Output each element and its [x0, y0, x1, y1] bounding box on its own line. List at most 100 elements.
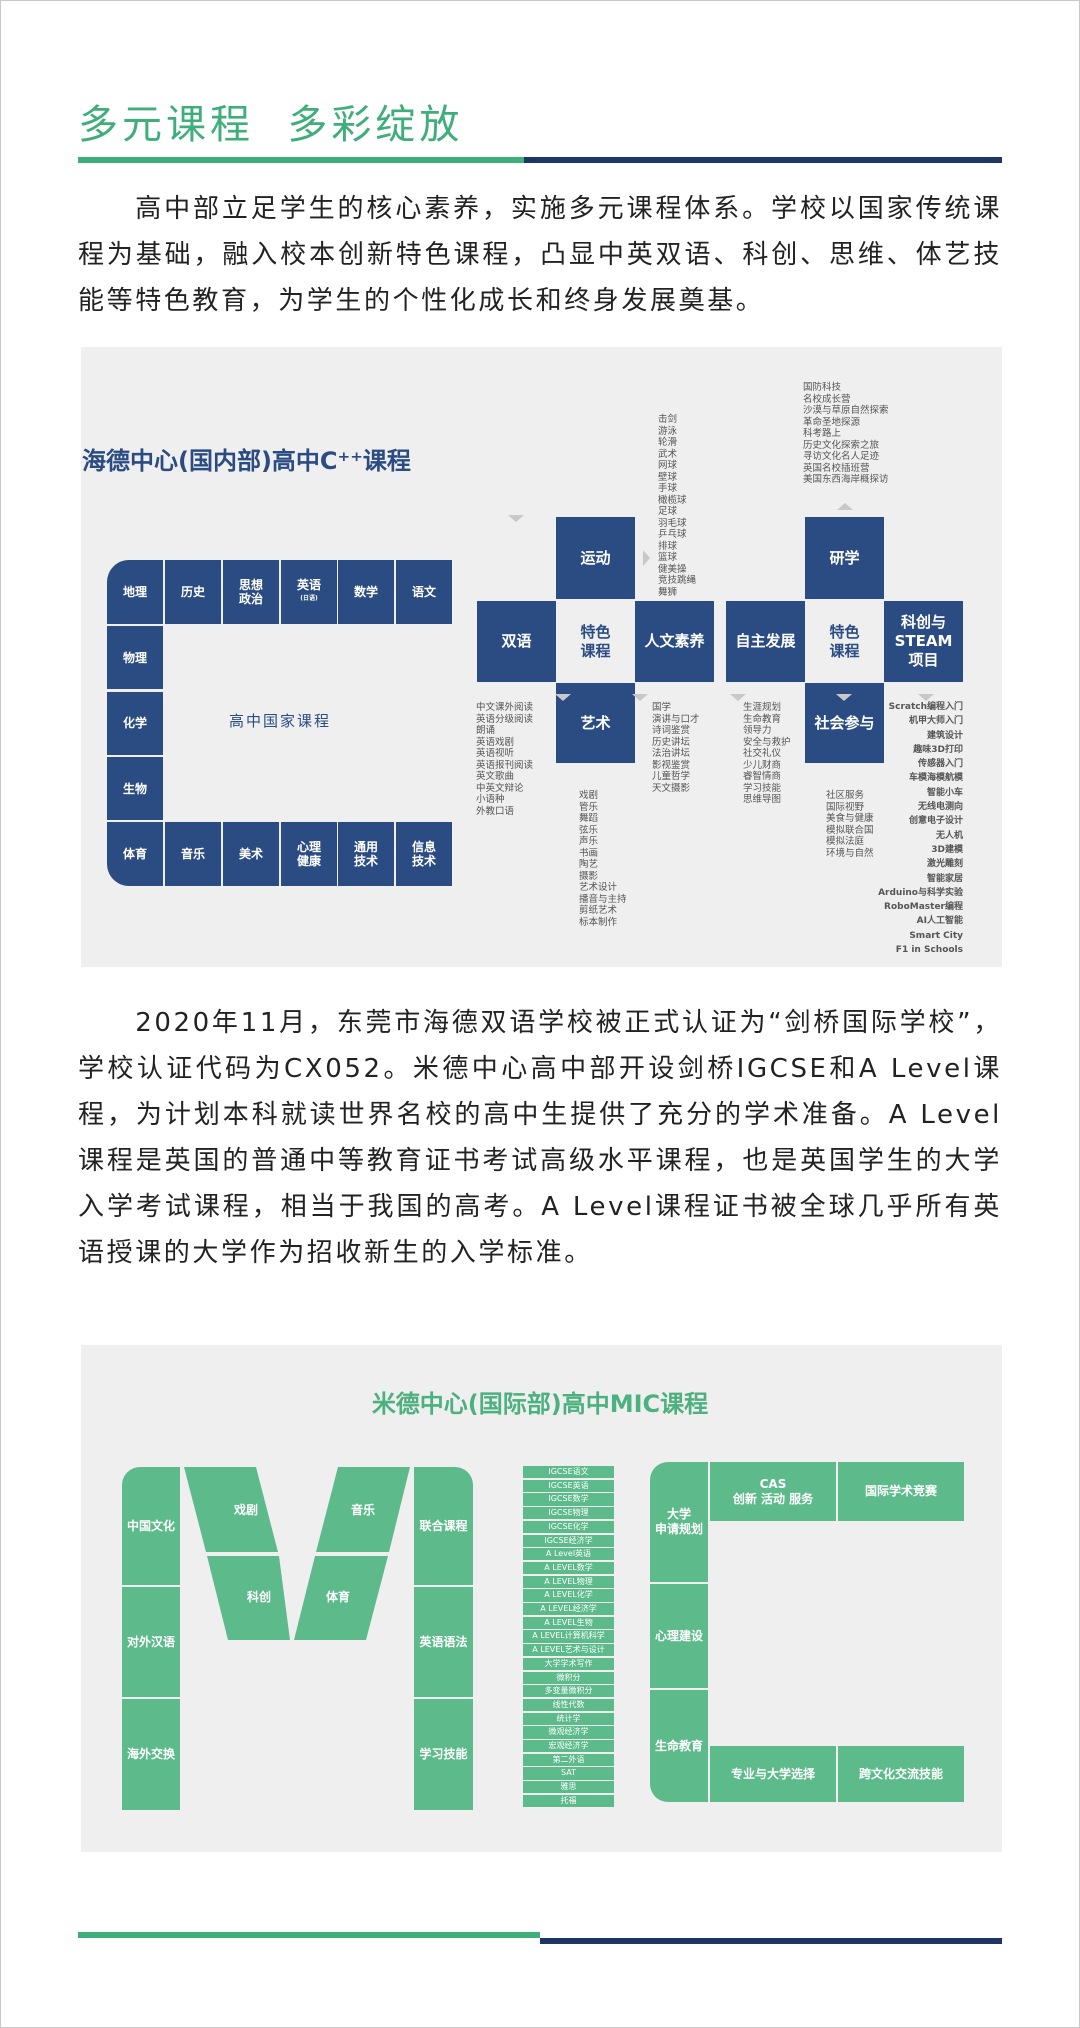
i-course-row: A LEVEL化学: [523, 1589, 614, 1602]
m-diag-science: [207, 1556, 290, 1640]
list-item: 激光雕刻: [926, 859, 963, 870]
study-tour-list: 国防科技名校成长营沙漠与草原自然探索革命圣地探源科考路上历史文化探索之旅寻访文化…: [803, 382, 889, 486]
course-cell: 地理: [107, 560, 163, 624]
i-course-row: 托福: [523, 1794, 614, 1808]
m-right-cell: 学习技能: [414, 1699, 473, 1810]
list-item: 无人机: [935, 830, 963, 841]
art-list: 戏剧管乐舞蹈弦乐声乐书画陶艺摄影艺术设计播音与主持剪纸艺术标本制作: [579, 790, 627, 928]
arrow-icon: [632, 694, 648, 701]
list-item: 戏剧: [579, 790, 599, 801]
arrow-icon: [508, 515, 524, 522]
m-diag-sports: [294, 1556, 388, 1640]
list-item: 中文课外阅读: [476, 702, 534, 713]
i-course-row: 多变量微积分: [523, 1685, 614, 1698]
list-item: 3D建模: [931, 844, 963, 855]
course-cell: 语文: [396, 560, 452, 624]
list-item: 英语戏剧: [476, 736, 515, 748]
list-item: 英语视听: [476, 748, 515, 759]
course-cell: 体育: [107, 822, 163, 886]
list-item: 英语分级阅读: [476, 713, 534, 725]
list-item: 模拟法庭: [826, 836, 865, 847]
list-item: 轮滑: [658, 437, 678, 448]
list-item: 创意电子设计: [908, 816, 963, 827]
list-item: 舞狮: [658, 586, 678, 598]
list-item: 模拟联合国: [826, 824, 874, 836]
i-course-row: IGCSE物理: [523, 1507, 614, 1520]
feature-g1-center: 特色 课程: [580, 622, 611, 660]
list-item: 诗词鉴赏: [652, 725, 691, 736]
list-item: 科考路上: [803, 428, 842, 439]
list-item: 网球: [658, 460, 678, 471]
m-diag-music: [316, 1467, 410, 1552]
m-diag-label: 体育: [325, 1589, 350, 1604]
course-cell: 生物: [107, 757, 163, 820]
list-item: 英国名校插班营: [803, 462, 870, 474]
list-item: 国防科技: [803, 382, 842, 393]
course-note: (日语): [300, 595, 318, 602]
list-item: 篮球: [658, 552, 678, 563]
course-cell: 历史: [165, 560, 221, 624]
national-curriculum-label: 高中国家课程: [229, 712, 332, 730]
list-item: 竞技跳绳: [658, 575, 697, 586]
i-course-row: IGCSE经济学: [523, 1534, 614, 1547]
i-course-row: 统计学: [523, 1712, 614, 1725]
m-diag-drama: [184, 1467, 278, 1552]
humanities-list: 国学演讲与口才诗词鉴赏历史讲坛法治讲坛影视鉴赏儿童哲学天文摄影: [652, 702, 700, 794]
list-item: Scratch编程入门: [888, 702, 963, 712]
c-top-cell: 国际学术竞赛: [838, 1462, 964, 1521]
list-item: 标本制作: [579, 916, 618, 928]
i-course-row: A LEVEL艺术与设计: [523, 1644, 614, 1657]
c-top-cell: CAS 创新 活动 服务: [710, 1462, 836, 1521]
list-item: 弦乐: [579, 824, 599, 836]
i-course-row: A LEVEL物理: [523, 1575, 614, 1588]
list-item: 环境与自然: [826, 847, 874, 859]
list-item: 英语报刊阅读: [476, 759, 534, 771]
m-diag-label: 科创: [246, 1589, 271, 1604]
course-cell: 信息 技术: [396, 822, 452, 886]
list-item: 美食与健康: [826, 813, 874, 824]
i-course-row: SAT: [523, 1767, 614, 1780]
feature-g1-right: 人文素养: [635, 601, 714, 682]
m-diag-label: 戏剧: [233, 1502, 258, 1517]
list-item: 学习技能: [743, 782, 782, 794]
list-item: Arduino与科学实验: [878, 887, 963, 898]
list-item: F1 in Schools: [895, 945, 963, 956]
list-item: 建筑设计: [926, 730, 963, 741]
list-item: 小语种: [476, 794, 505, 805]
course-cell: 数学: [338, 560, 394, 624]
list-item: 羽毛球: [658, 517, 687, 529]
i-course-row: 第二外语: [523, 1753, 614, 1766]
domestic-title: 海德中心(国内部)高中C⁺⁺课程: [82, 447, 411, 475]
list-item: 艺术设计: [579, 882, 618, 893]
list-item: 书画: [579, 847, 599, 859]
list-item: 武术: [658, 448, 678, 460]
list-item: 领导力: [743, 725, 772, 736]
list-item: 历史讲坛: [652, 736, 691, 748]
list-item: 乒乓球: [658, 529, 687, 540]
title-underline-green: [78, 157, 524, 163]
arrow-icon: [837, 503, 853, 510]
i-course-row: IGCSE数学: [523, 1493, 614, 1506]
course-cell: 英语(日语): [281, 560, 337, 624]
list-item: 少儿财商: [743, 759, 782, 771]
list-item: 外教口语: [476, 805, 515, 817]
list-item: 朗诵: [476, 725, 496, 736]
social-participation-list: 社区服务国际视野美食与健康模拟联合国模拟法庭环境与自然: [826, 790, 874, 859]
list-item: 击剑: [658, 414, 678, 425]
list-item: 足球: [658, 506, 678, 517]
feature-g2-top: 研学: [805, 517, 884, 599]
feature-g1-top: 运动: [556, 517, 635, 599]
arrow-icon: [555, 694, 571, 701]
list-item: 国际视野: [826, 801, 865, 813]
i-course-row: A Level英语: [523, 1548, 614, 1561]
list-item: 影视鉴赏: [652, 759, 691, 771]
arrow-icon: [918, 694, 934, 701]
section-title: 多元课程 多彩绽放: [78, 102, 464, 148]
list-item: 橄榄球: [658, 494, 687, 506]
arrow-icon: [730, 694, 746, 701]
title-underline-navy: [524, 157, 1002, 163]
course-cell: 通用 技术: [338, 822, 394, 886]
list-item: Smart City: [909, 930, 963, 941]
footer-bar-navy: [540, 1938, 1002, 1944]
